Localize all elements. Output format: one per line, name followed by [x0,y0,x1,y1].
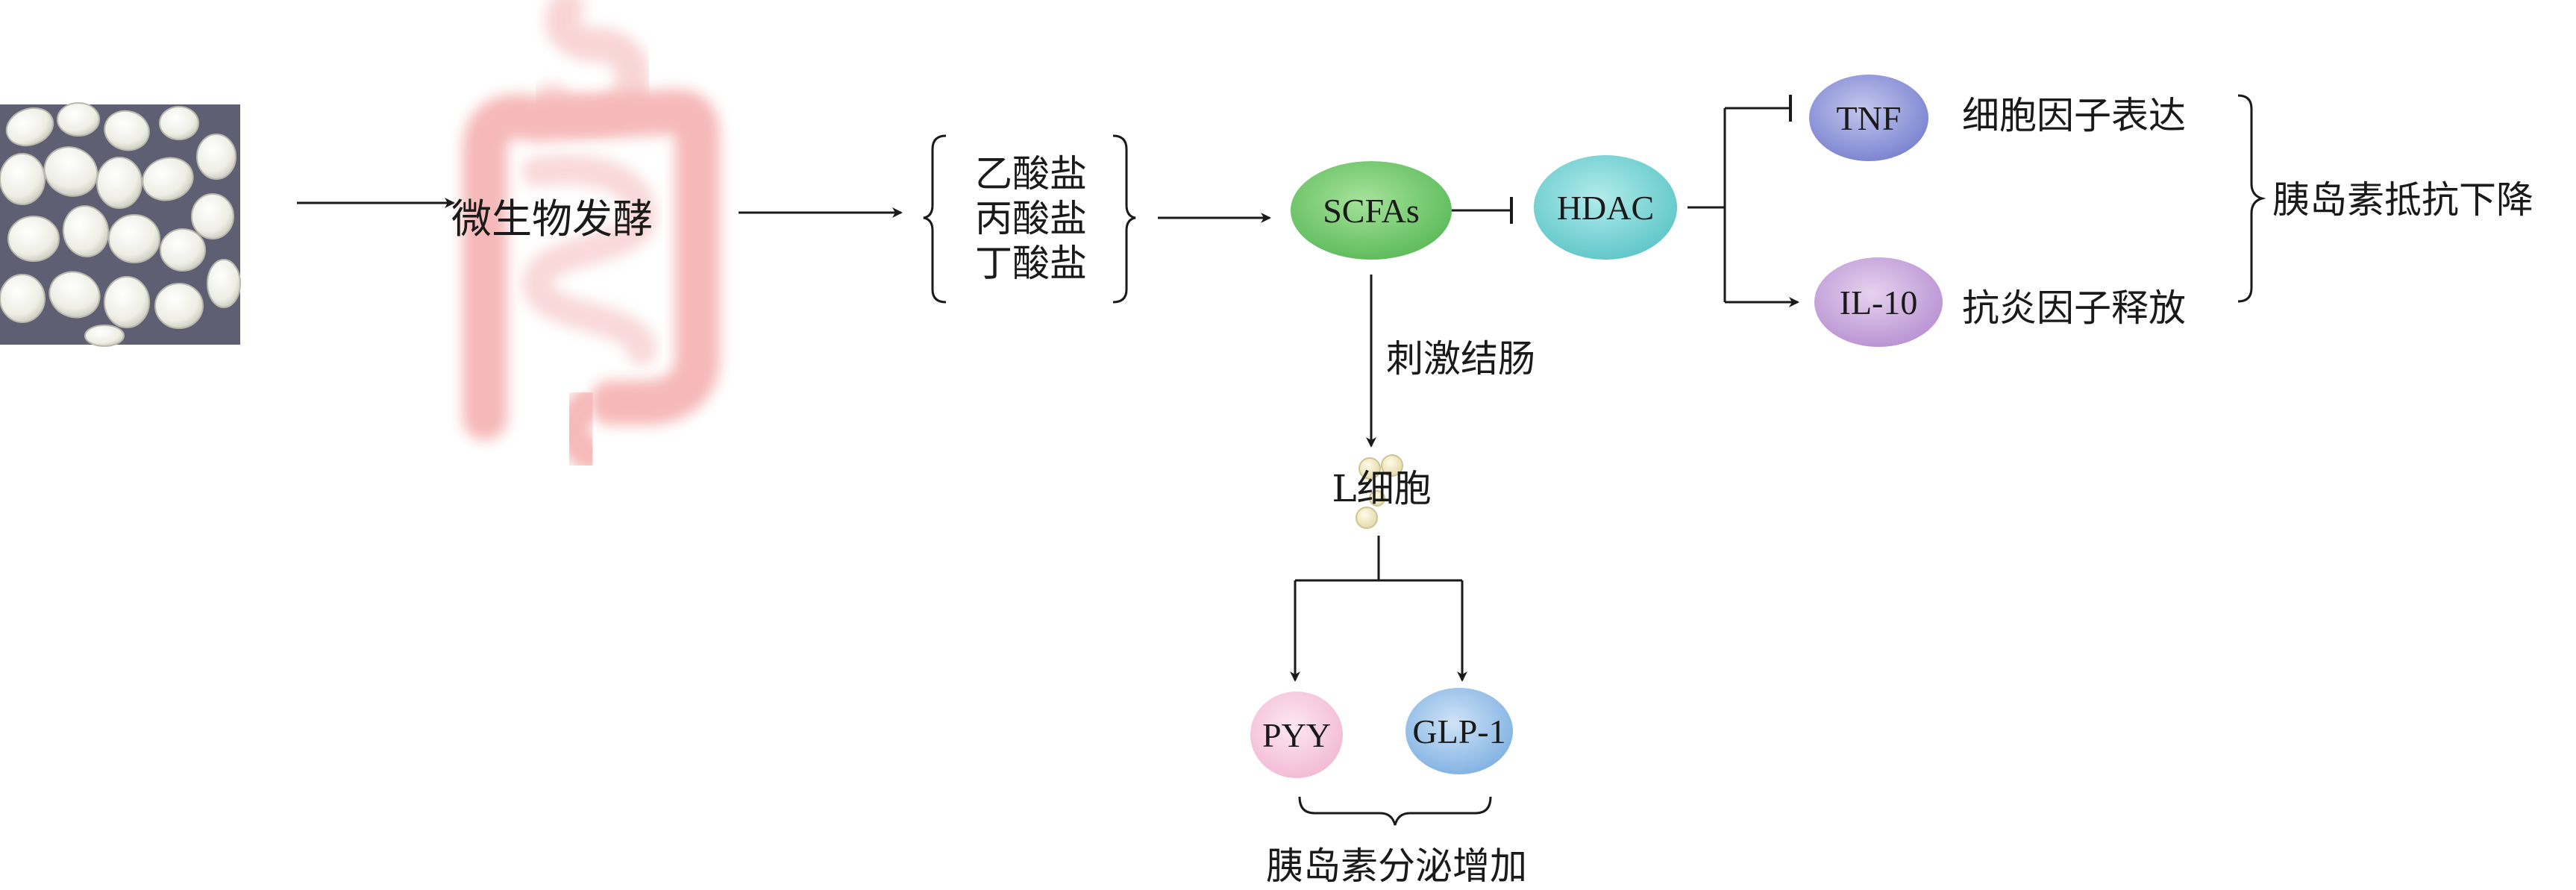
insulin-secretion-label: 胰岛素分泌增加 [1266,844,1527,888]
il10-node: IL-10 [1814,257,1943,347]
il10-effect-label: 抗炎因子释放 [1962,286,2186,330]
l-cell-label: L细胞 [1332,467,1431,510]
glp1-node: GLP-1 [1405,688,1513,774]
insulin-secretion-brace [1298,796,1492,826]
il10-ellipse [1814,257,1943,347]
insulin-resistance-label: 胰岛素抵抗下降 [2272,178,2533,222]
fermentation-label: 微生物发酵 [451,195,653,242]
tnf-label: TNF [1837,99,1902,137]
inhibit-scfas-hdac [1452,197,1513,224]
salt-acetate: 乙酸盐 [975,152,1087,195]
scfas-ellipse [1291,161,1452,260]
salts-left-brace [923,134,947,304]
lcell-branch [1290,536,1467,682]
glp1-label: GLP-1 [1412,712,1505,750]
colon-stimulation-label: 刺激结肠 [1386,337,1535,380]
pyy-label: PYY [1262,716,1331,754]
il10-label: IL-10 [1840,283,1918,322]
tnf-ellipse [1809,75,1928,161]
tnf-effect-label: 细胞因子表达 [1962,94,2186,137]
hdac-label: HDAC [1557,189,1654,227]
scfas-label: SCFAs [1323,192,1420,230]
hdac-ellipse [1534,155,1677,260]
hdac-branch [1687,95,1799,307]
salts-right-brace [1112,134,1136,304]
scfas-node: SCFAs [1291,161,1452,260]
pyy-node: PYY [1250,692,1343,778]
hdac-node: HDAC [1534,155,1677,260]
pyy-ellipse [1250,692,1343,778]
salt-propionate: 丙酸盐 [975,197,1087,240]
salts-group: 乙酸盐 丙酸盐 丁酸盐 [923,134,1136,304]
l-cell-icon [1356,454,1403,529]
glp1-ellipse [1405,688,1513,774]
insulin-resistance-brace [2237,94,2266,303]
seed-photo [0,102,241,347]
salt-butyrate: 丁酸盐 [975,242,1087,285]
tnf-node: TNF [1809,75,1928,161]
digestive-tract-illustration [463,0,720,472]
